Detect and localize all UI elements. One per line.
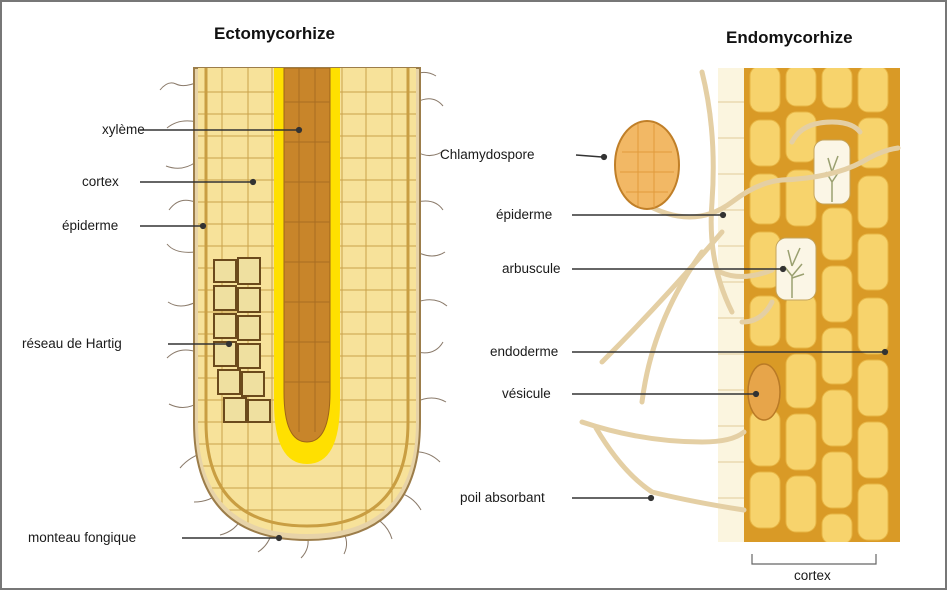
label-poil-absorbant: poil absorbant [460,490,545,505]
vesicle-shape [748,364,780,420]
label-epiderme-ecto: épiderme [62,218,118,233]
label-epiderme-endo: épiderme [496,207,552,222]
label-xyleme: xylème [102,122,145,137]
label-cortex-ecto: cortex [82,174,119,189]
label-arbuscule: arbuscule [502,261,561,276]
endo-title: Endomycorhize [726,28,853,48]
cortex-bracket [752,554,876,564]
ecto-root [160,68,447,558]
label-hartig: réseau de Hartig [22,336,122,351]
ecto-title: Ectomycorhize [214,24,335,44]
label-vesicule: vésicule [502,386,551,401]
label-manteau: monteau fongique [28,530,136,545]
label-chlamydospore: Chlamydospore [440,147,535,162]
chlamydospore-shape [615,121,679,209]
endo-root [582,66,900,564]
label-cortex-endo: cortex [794,568,831,583]
label-endoderme: endoderme [490,344,558,359]
